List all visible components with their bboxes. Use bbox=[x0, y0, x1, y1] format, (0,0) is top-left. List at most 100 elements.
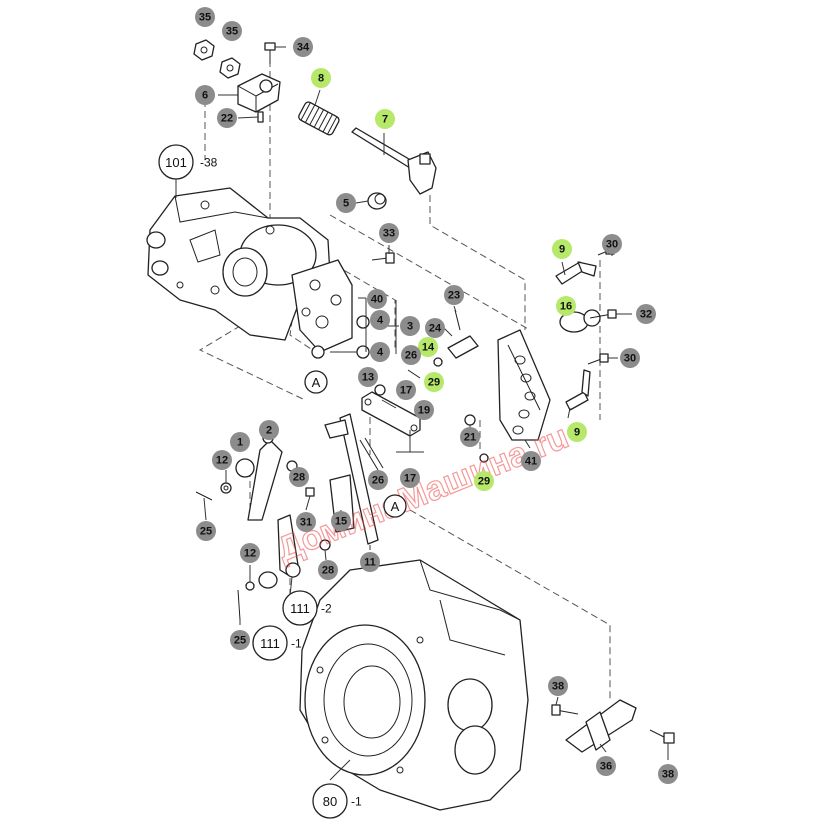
callout-label: 33 bbox=[383, 228, 395, 240]
callout-label: 34 bbox=[297, 42, 310, 54]
part-callout-30: 30 bbox=[620, 348, 640, 368]
highlighted-callout-bubble bbox=[424, 372, 444, 392]
part-callout-34: 34 bbox=[293, 37, 313, 57]
part-callout-9: 9 bbox=[567, 422, 587, 442]
callout-label: 9 bbox=[559, 244, 565, 256]
reference-suffix: -1 bbox=[291, 637, 302, 651]
callout-bubble bbox=[400, 468, 420, 488]
part-callout-6: 6 bbox=[195, 85, 215, 105]
callout-bubble bbox=[370, 310, 390, 330]
svg-text:ДоминаМашина.ru: ДоминаМашина.ru bbox=[272, 418, 574, 569]
callout-label: 4 bbox=[377, 315, 384, 327]
callout-label: 24 bbox=[429, 323, 442, 335]
part-callout-35: 35 bbox=[195, 7, 215, 27]
reference-A: A bbox=[383, 494, 407, 518]
callout-label: 11 bbox=[364, 557, 376, 569]
part-callout-28: 28 bbox=[318, 560, 338, 580]
part-callout-25: 25 bbox=[230, 630, 250, 650]
callout-bubble bbox=[367, 289, 387, 309]
callout-bubble bbox=[240, 543, 260, 563]
callout-bubble bbox=[368, 470, 388, 490]
callout-bubble bbox=[636, 304, 656, 324]
part-callout-22: 22 bbox=[217, 108, 237, 128]
transmission-case bbox=[299, 559, 675, 811]
highlighted-callout-bubble bbox=[552, 239, 572, 259]
reference-A: A bbox=[304, 370, 328, 394]
reference-111-1: 111-1 bbox=[252, 625, 302, 661]
reference-label: A bbox=[391, 499, 400, 514]
part-callout-12: 12 bbox=[212, 450, 232, 470]
reference-label: 101 bbox=[165, 155, 187, 170]
reference-suffix: -38 bbox=[200, 156, 218, 170]
callout-bubble bbox=[401, 345, 421, 365]
reference-80-1: 80-1 bbox=[312, 783, 362, 819]
part-callout-38: 38 bbox=[658, 764, 678, 784]
reference-111-2: 111-2 bbox=[282, 590, 332, 626]
callout-bubble bbox=[358, 367, 378, 387]
highlighted-callout-bubble bbox=[474, 471, 494, 491]
reference-circle bbox=[312, 783, 348, 819]
reference-circle bbox=[252, 625, 288, 661]
highlighted-callout-bubble bbox=[418, 337, 438, 357]
part-callout-19: 19 bbox=[414, 400, 434, 420]
highlighted-callout-bubble bbox=[311, 68, 331, 88]
part-callout-23: 23 bbox=[444, 285, 464, 305]
control-valve-housing bbox=[146, 187, 395, 359]
part-callout-26: 26 bbox=[368, 470, 388, 490]
callout-label: 32 bbox=[640, 309, 652, 321]
part-callout-40: 40 bbox=[367, 289, 387, 309]
part-callout-1: 1 bbox=[230, 432, 250, 452]
callout-label: 41 bbox=[525, 456, 537, 468]
part-callout-33: 33 bbox=[379, 223, 399, 243]
callout-label: 28 bbox=[322, 565, 334, 577]
callout-bubble bbox=[521, 451, 541, 471]
callout-bubble bbox=[230, 630, 250, 650]
callout-bubble bbox=[379, 223, 399, 243]
callout-label: 1 bbox=[237, 437, 243, 449]
upper-parts bbox=[193, 39, 437, 210]
reference-circle bbox=[158, 144, 194, 180]
part-callout-2: 2 bbox=[259, 420, 279, 440]
part-callout-32: 32 bbox=[636, 304, 656, 324]
callout-bubble bbox=[444, 285, 464, 305]
callout-label: 8 bbox=[318, 73, 324, 85]
callout-label: 6 bbox=[202, 90, 208, 102]
callout-label: 23 bbox=[448, 290, 460, 302]
callout-bubble bbox=[596, 756, 616, 776]
part-callout-41: 41 bbox=[521, 451, 541, 471]
part-callout-26: 26 bbox=[401, 345, 421, 365]
highlighted-callout-bubble bbox=[556, 296, 576, 316]
highlighted-callout-bubble bbox=[375, 109, 395, 129]
callout-label: 19 bbox=[418, 405, 430, 417]
callout-label: 22 bbox=[221, 113, 233, 125]
callout-label: 15 bbox=[335, 516, 347, 528]
reference-suffix: -1 bbox=[351, 795, 362, 809]
callout-label: 17 bbox=[404, 473, 416, 485]
part-callout-35: 35 bbox=[222, 21, 242, 41]
callout-bubble bbox=[396, 380, 416, 400]
callout-bubble bbox=[331, 511, 351, 531]
callout-label: 35 bbox=[226, 26, 238, 38]
callout-bubble bbox=[196, 521, 216, 541]
part-callout-12: 12 bbox=[240, 543, 260, 563]
callout-label: 7 bbox=[382, 114, 388, 126]
callout-bubble bbox=[195, 85, 215, 105]
callout-label: 3 bbox=[407, 321, 413, 333]
reference-suffix: -2 bbox=[321, 602, 332, 616]
callout-bubble bbox=[296, 512, 316, 532]
part-callout-4: 4 bbox=[370, 342, 390, 362]
callout-bubble bbox=[602, 234, 622, 254]
part-callout-25: 25 bbox=[196, 521, 216, 541]
part-callout-28: 28 bbox=[289, 467, 309, 487]
callout-bubble bbox=[414, 400, 434, 420]
reference-label: A bbox=[312, 375, 321, 390]
part-callout-13: 13 bbox=[358, 367, 378, 387]
callout-label: 12 bbox=[216, 455, 228, 467]
callout-label: 12 bbox=[244, 548, 256, 560]
part-callout-17: 17 bbox=[400, 468, 420, 488]
callout-label: 29 bbox=[428, 377, 440, 389]
callout-bubble bbox=[548, 676, 568, 696]
part-callout-36: 36 bbox=[596, 756, 616, 776]
part-callout-15: 15 bbox=[331, 511, 351, 531]
reference-circle bbox=[383, 494, 407, 518]
